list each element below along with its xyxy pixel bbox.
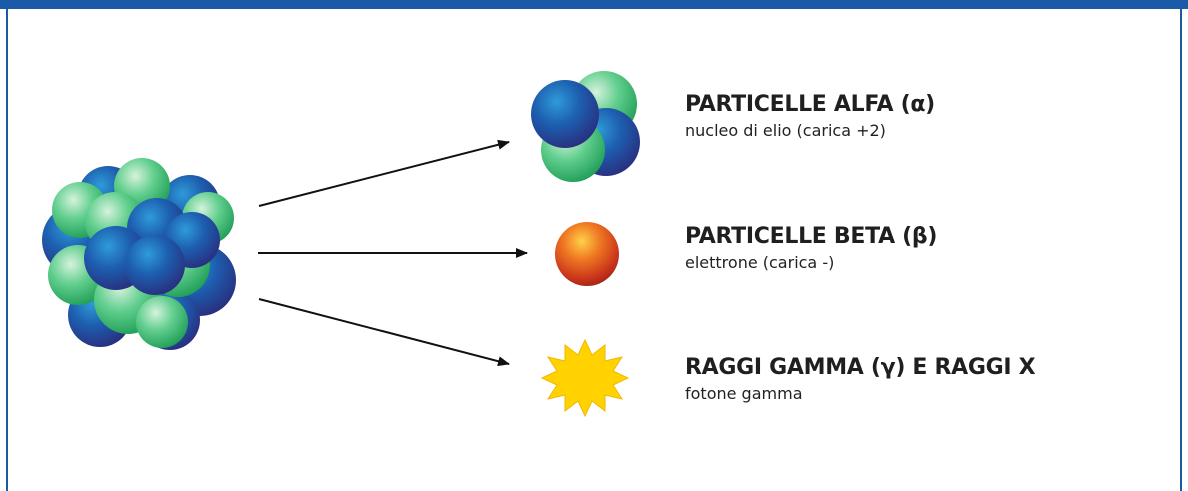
alpha-subtitle: nucleo di elio (carica +2) [685, 121, 886, 140]
atomic-nucleus [42, 158, 236, 350]
alpha-particle [531, 71, 640, 182]
alpha-title: PARTICELLE ALFA (α) [685, 92, 935, 117]
label-alpha: PARTICELLE ALFA (α) nucleo di elio (cari… [685, 92, 935, 142]
top-border [0, 0, 1188, 9]
gamma-subtitle: fotone gamma [685, 384, 803, 403]
gamma-title: RAGGI GAMMA (γ) E RAGGI X [685, 355, 1036, 380]
beta-title: PARTICELLE BETA (β) [685, 224, 938, 249]
beta-electron [555, 222, 619, 286]
arrow-alpha [258, 139, 510, 207]
arrow-gamma [258, 298, 510, 367]
label-gamma: RAGGI GAMMA (γ) E RAGGI X fotone gamma [685, 355, 1036, 405]
beta-subtitle: elettrone (carica -) [685, 253, 835, 272]
left-border [6, 9, 8, 491]
right-border [1180, 9, 1182, 491]
label-beta: PARTICELLE BETA (β) elettrone (carica -) [685, 224, 937, 274]
gamma-star-icon [540, 338, 630, 418]
